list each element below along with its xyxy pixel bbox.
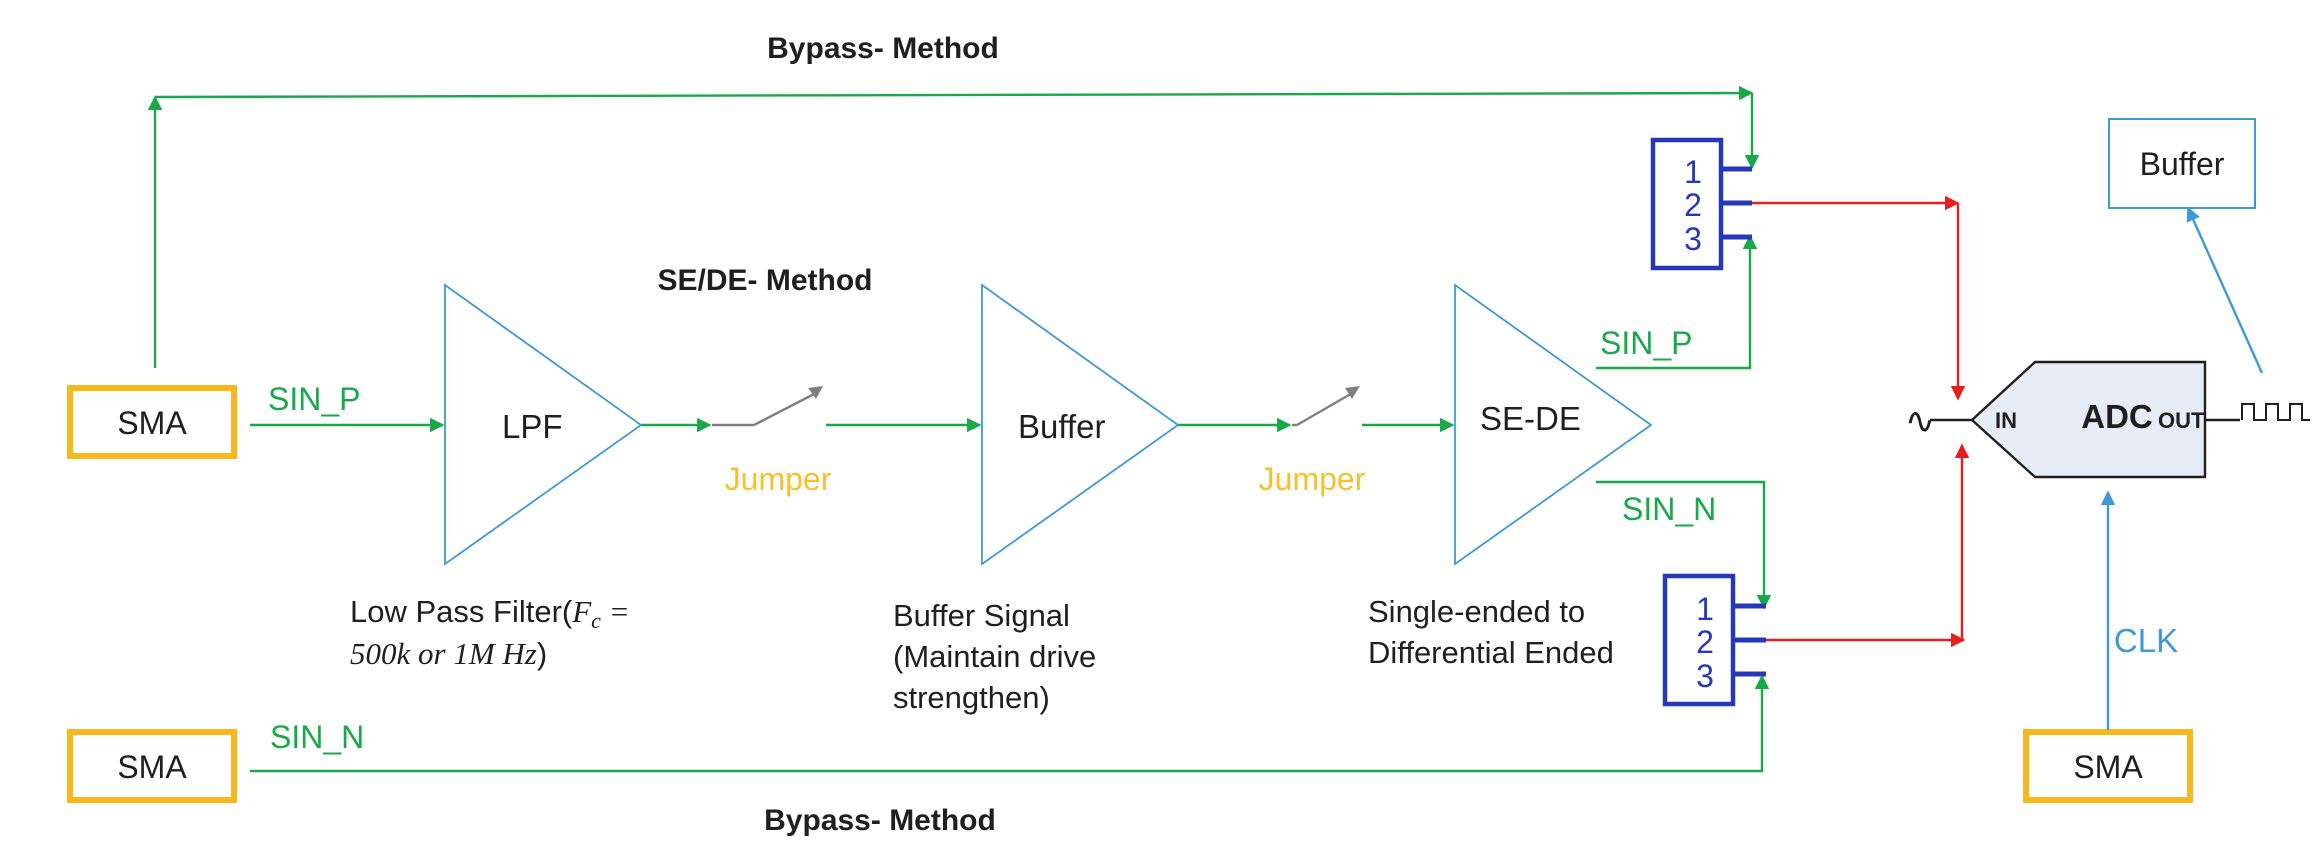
adc-to-buffer-arrow bbox=[2186, 206, 2264, 374]
pin-2-label: 2 bbox=[1684, 187, 1702, 223]
sma-label: SMA bbox=[2073, 749, 2143, 785]
bypass-method-top-title: Bypass- Method bbox=[767, 32, 999, 65]
sma-label: SMA bbox=[117, 749, 187, 785]
pin-3-label: 3 bbox=[1696, 658, 1714, 694]
sede-description-line-1: Single-ended to bbox=[1368, 594, 1585, 629]
adc-title: ADC bbox=[2081, 398, 2153, 435]
pin-3-label: 3 bbox=[1684, 221, 1702, 257]
sma-connector-sin-n: SMA bbox=[67, 729, 237, 803]
adc-block: IN ADC OUT bbox=[1930, 360, 2240, 479]
sede-n-output-arrow bbox=[1596, 480, 1772, 610]
square-wave-icon bbox=[2241, 403, 2310, 421]
sin-n-input-label: SIN_N bbox=[270, 719, 364, 755]
jumper-label-1: Jumper bbox=[725, 461, 832, 497]
output-buffer-block: Buffer bbox=[2108, 118, 2256, 209]
pin-1-label: 1 bbox=[1684, 154, 1702, 190]
jumper-label-2: Jumper bbox=[1259, 461, 1366, 497]
sin-n-output-label: SIN_N bbox=[1622, 491, 1716, 527]
sma-label: SMA bbox=[117, 405, 187, 441]
bypass-top-span-arrow bbox=[154, 85, 1754, 101]
pin-1-label: 1 bbox=[1696, 591, 1714, 627]
sede-p-output-arrow bbox=[1596, 234, 1758, 370]
sin-p-output-label: SIN_P bbox=[1600, 325, 1692, 361]
pin-header-bottom: 1 2 3 bbox=[1662, 573, 1766, 707]
sede-description-line-2: Differential Ended bbox=[1368, 635, 1614, 670]
bypass-method-bottom-title: Bypass- Method bbox=[764, 804, 996, 837]
jumper-switch-1 bbox=[712, 386, 823, 427]
sin-p-input-label: SIN_P bbox=[268, 381, 360, 417]
bypass-bottom-arrow bbox=[250, 674, 1770, 773]
sede-method-title: SE/DE- Method bbox=[658, 264, 873, 297]
buffer-description-line-3: strengthen) bbox=[893, 680, 1050, 715]
sma-connector-clk: SMA bbox=[2023, 729, 2193, 803]
buffer-block: Buffer bbox=[981, 283, 1180, 566]
output-buffer-label: Buffer bbox=[2140, 146, 2225, 182]
pin-2-label: 2 bbox=[1696, 624, 1714, 660]
buffer-description-line-2: (Maintain drive bbox=[893, 639, 1096, 674]
lpf-description-line-2: 500k or 1M Hz) bbox=[350, 636, 547, 671]
lpf-label: LPF bbox=[502, 408, 563, 445]
sma-connector-sin-p: SMA bbox=[67, 385, 237, 459]
lpf-block: LPF bbox=[444, 283, 643, 566]
sede-label: SE-DE bbox=[1480, 400, 1581, 437]
clk-label: CLK bbox=[2114, 622, 2178, 659]
buffer-description-line-1: Buffer Signal bbox=[893, 598, 1070, 633]
buffer-label: Buffer bbox=[1018, 408, 1105, 445]
sede-block: SE-DE bbox=[1454, 283, 1653, 566]
jumper-switch-2 bbox=[1292, 386, 1360, 427]
pin-header-top: 1 2 3 bbox=[1650, 137, 1752, 271]
adc-in-label: IN bbox=[1995, 408, 2017, 433]
sine-wave-icon: ∿ bbox=[1905, 400, 1935, 441]
adc-out-label: OUT bbox=[2158, 408, 2205, 433]
lpf-description-line-1: Low Pass Filter(Fc = bbox=[350, 594, 630, 633]
